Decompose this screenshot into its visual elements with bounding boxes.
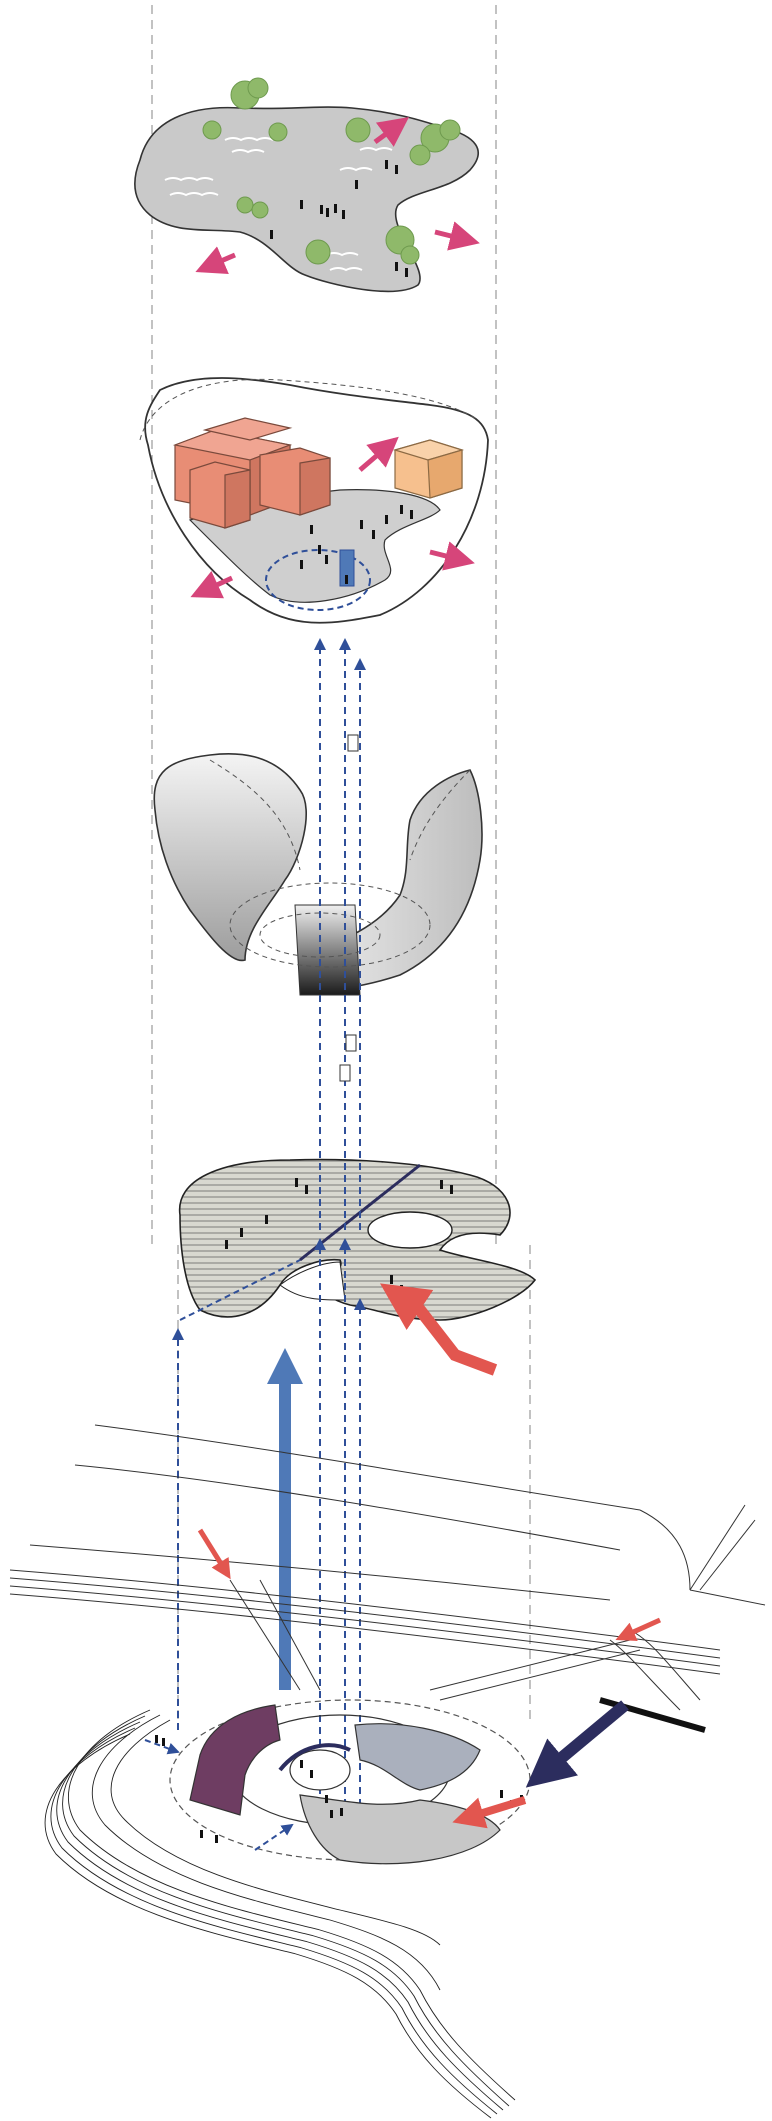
shell-dashed-edges (209, 759, 471, 968)
central-opening (289, 1749, 351, 1791)
stadium-segment-purple (189, 1704, 281, 1816)
building-volume-small (392, 439, 465, 499)
core-dashed-ellipse (265, 549, 371, 611)
stadium-segment-grey-bottom (299, 1794, 501, 1865)
ring-cut (279, 1261, 346, 1301)
people (270, 160, 408, 277)
bowl-dashed-outline (139, 378, 479, 441)
bridge-ramp (278, 1743, 351, 1772)
vertical-circulation-arrows (172, 638, 366, 1830)
flow-arrows (195, 117, 480, 274)
site-plan-layer (9, 1424, 766, 2119)
roof-park-layer (134, 77, 480, 293)
people (300, 505, 413, 584)
elevator-boxes (339, 734, 359, 1082)
terraced-ring-layer (178, 1158, 537, 1376)
terraced-ring (178, 1158, 537, 1321)
seating-pattern (164, 137, 393, 272)
elevator-core (339, 549, 355, 587)
bowl-outline (144, 377, 489, 624)
bridge-dashed (179, 1259, 301, 1321)
trees (202, 77, 461, 265)
shell-layer (153, 752, 483, 996)
entry-arrow (380, 1283, 498, 1376)
plaza-level-layer (139, 377, 489, 624)
shell-center (294, 904, 361, 996)
flow-arrows (190, 436, 475, 599)
stadium-segment-grey-right (354, 1723, 481, 1791)
roads (9, 1424, 766, 1711)
building-volume-large (172, 417, 331, 529)
site-arrows (144, 1528, 662, 1851)
ring-opening (367, 1211, 453, 1249)
contour-lines (44, 1709, 516, 2119)
